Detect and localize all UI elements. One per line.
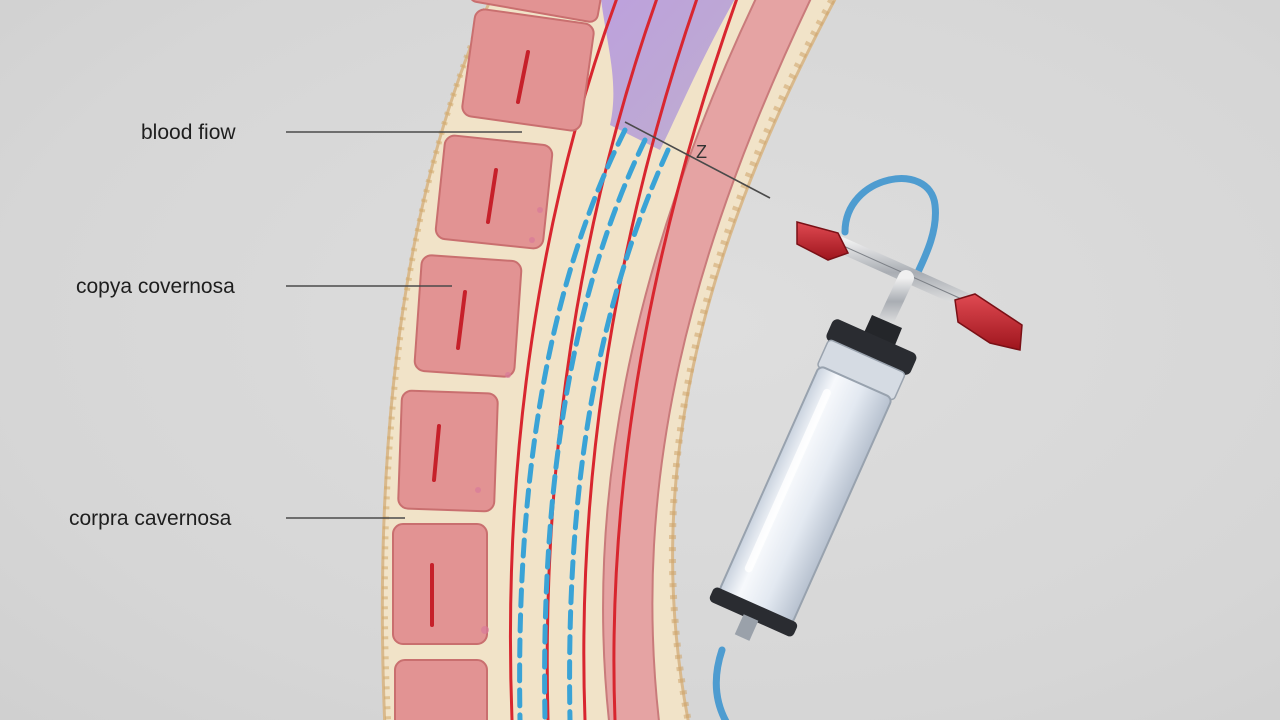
cavernosa-chambers <box>392 0 602 720</box>
pump-cylinder-cap-top <box>826 319 917 375</box>
chamber-5 <box>397 389 499 513</box>
pump-tube-top <box>841 175 939 276</box>
chamber-4 <box>413 254 523 378</box>
label-blood-flow: blood fiow <box>141 121 236 144</box>
pump-red-grip-right <box>954 293 1023 351</box>
vacuum-pump-icon <box>709 175 1023 720</box>
pump-red-grip-left <box>796 221 850 261</box>
pump-cylinder-cap-bottom <box>709 587 798 637</box>
red-vessels <box>509 0 739 720</box>
chamber-7 <box>394 659 488 720</box>
pump-nozzle <box>734 614 759 641</box>
pump-cylinder-body <box>719 366 892 624</box>
tissue-specks <box>475 207 543 634</box>
chamber-1 <box>468 0 602 23</box>
pump-tube-bottom <box>712 646 730 720</box>
purple-region <box>601 0 735 150</box>
chamber-6 <box>392 523 488 645</box>
label-corpora-lower: corpra cavernosa <box>69 507 232 530</box>
leader-pump <box>624 121 771 199</box>
pump-collar <box>862 315 902 350</box>
blue-vessels <box>517 127 671 720</box>
pump-cylinder-highlight <box>744 388 831 573</box>
pump-stem <box>876 270 914 333</box>
chamber-2 <box>461 8 595 132</box>
right-pink-layer <box>602 0 812 720</box>
label-corpora-upper: copya covernosa <box>76 275 235 298</box>
label-small-mark: Z <box>696 142 707 162</box>
leader-lines <box>286 121 771 519</box>
blood-flow-arrow-icon <box>430 50 530 627</box>
